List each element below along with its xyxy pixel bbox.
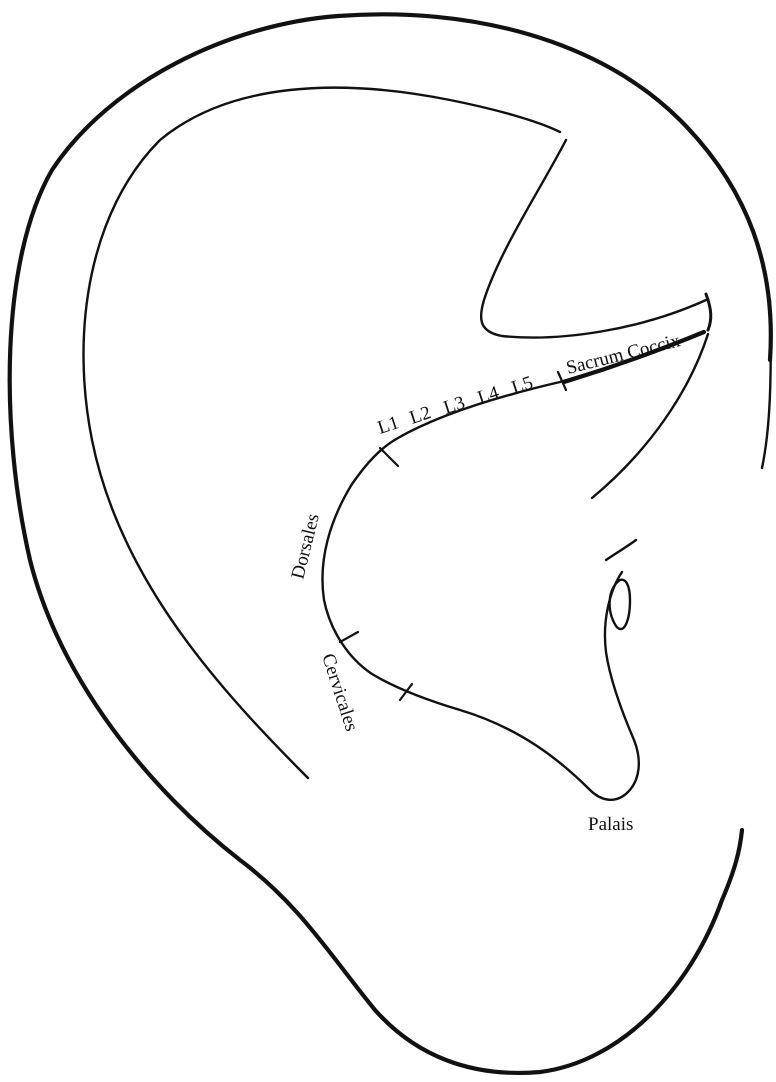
- label-l1: L1: [375, 412, 402, 438]
- antitragus-notch: [606, 540, 636, 560]
- dorsal-cervical-tick: [340, 632, 358, 642]
- spine-curve: [322, 332, 704, 800]
- helix-outer-contour: [10, 16, 742, 1073]
- l1-tick: [380, 448, 398, 466]
- label-palais: Palais: [588, 814, 633, 835]
- tragus-oval: [610, 580, 630, 629]
- helix-right-edge: [762, 300, 771, 468]
- label-dorsales: Dorsales: [287, 512, 323, 582]
- helix-top-contour: [338, 14, 771, 360]
- label-sacrum-coccix: Sacrum Coccix: [564, 330, 683, 379]
- helix-inner-edge: [83, 88, 560, 778]
- antihelix-upper-edge: [706, 294, 711, 330]
- label-cervicales: Cervicales: [317, 651, 362, 734]
- label-l3: L3: [441, 392, 468, 418]
- label-l2: L2: [407, 402, 434, 428]
- triangular-fossa: [481, 140, 706, 338]
